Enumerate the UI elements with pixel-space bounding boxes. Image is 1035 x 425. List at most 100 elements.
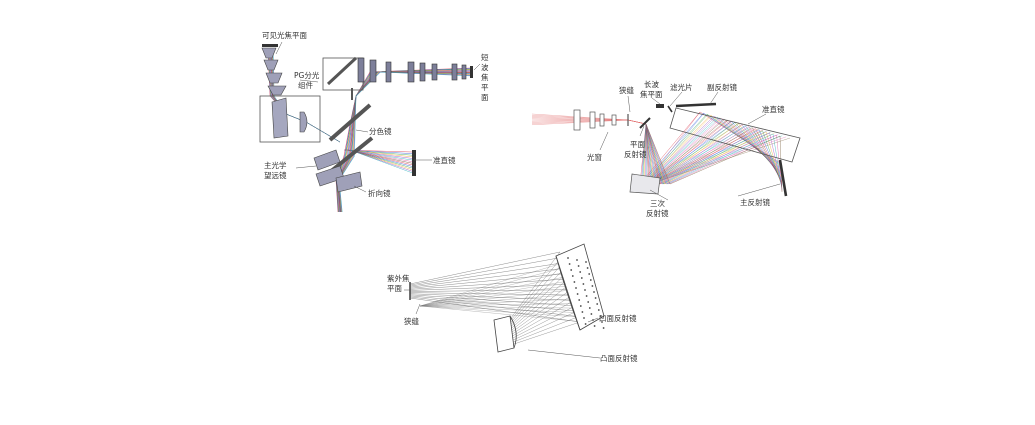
label-fold-mirror: 折向镜 [368,188,391,198]
ray-d3-slit [419,271,569,307]
mirror-dot [601,321,603,323]
mirror-dot [573,281,576,283]
telescope-mirror-1 [313,149,341,171]
ray-d2-cross [643,119,728,187]
ray-d3-top [409,297,581,323]
label-concave-mirror: 凹面反射镜 [599,313,637,323]
ray-d1 [337,71,471,213]
ray-d3-top [409,284,570,291]
secondary-mirror [675,102,717,108]
label-telescope-1: 主光学 [264,160,287,170]
mirror-dot [582,283,585,285]
ray-d3-back [507,268,565,328]
ray-d3-back [507,251,561,323]
ray-d3-back [507,294,573,337]
pg-prism [271,97,289,139]
ray-d1 [336,69,471,213]
ray-d2-cross [643,135,783,187]
ray-d2-fan [645,123,783,186]
ray-d3-back [507,321,581,347]
ray-d3-slit [419,280,572,307]
ray-d3-top [409,294,576,307]
ray-d2-cross [643,133,775,187]
ray-d2-cross [643,131,767,187]
ray-d2-fan [645,123,783,185]
ray-d2-cross [643,116,716,187]
ray-d2-fan [645,119,783,185]
mirror-dot [597,309,600,311]
ray-d3-top [409,273,567,289]
mirror-dot [584,323,587,325]
ray-d2-fan [645,123,783,185]
mirror-dot [578,299,581,301]
ray-d2-fan [644,115,783,185]
ray-d2-input [531,119,647,125]
label-visible-fpa: 可见光焦平面 [262,30,307,40]
fold-box [322,57,364,91]
mirror-dot [586,267,589,269]
mirror-dot [588,307,591,309]
diagram-lwir-spectrometer: 狭缝 长波 焦平面 滤光片 副反射镜 准直镜 光窗 平面 反射镜 三次 反射镜 … [531,79,801,218]
ray-d2-fan [645,123,783,189]
mirror-dot [587,301,590,303]
label-secondary-mirror: 副反射镜 [707,82,737,92]
diagram-uv-spectrometer: 紫外焦 平面 狭缝 凹面反射镜 凸面反射镜 [387,243,638,363]
tertiary-mirror [629,173,661,195]
ray-d3-back [507,316,579,345]
dichroic-mirror [328,103,372,142]
mirror-dot [579,271,582,273]
ray-d1 [335,67,471,213]
mirror-dot [584,289,586,291]
ray-d1 [338,71,471,213]
ray-d3-top [409,251,561,285]
ray-d3-top [409,289,571,292]
ray-d3-slit [419,305,585,323]
ray-d2-cross [643,122,736,187]
mirror-dot [599,315,602,317]
label-tertiary-2: 反射镜 [646,208,669,218]
mirror-dot [594,297,597,299]
diagram-visible-swir-spectrometer: 可见光焦平面 PG分光 组件 短 波 焦 平 面 分色镜 准直镜 主光学 望远镜… [259,30,489,213]
swir-lens-train [357,57,473,83]
ray-d3-slit [419,305,583,318]
visible-lens-stack [261,44,287,96]
primary-mirror [778,159,788,197]
mirror-dot [585,295,588,297]
label-swir-fpa-4: 平 [481,83,489,92]
lwir-fpa [656,104,664,108]
ray-d3-slit [419,284,573,307]
mirror-dot [567,257,569,259]
mirror-dot [588,273,591,275]
ray-d1 [336,70,471,213]
visible-fpa-detector [262,44,278,47]
label-pg-assembly-2: 组件 [298,80,313,90]
label-slit-uv: 狭缝 [404,316,419,326]
ray-d2-fan [645,123,783,185]
mirror-dot [583,317,585,319]
label-dichroic: 分色镜 [369,126,392,136]
ray-d3-back [507,284,570,334]
ray-d3-back [507,305,576,341]
ray-d1 [336,70,471,213]
ray-d1 [336,68,471,213]
ray-d3-slit [419,305,580,309]
label-flat-mirror-2: 反射镜 [624,149,647,159]
ray-d3-top [409,262,564,287]
label-slit: 狭缝 [619,85,634,95]
upper-fold-mirror [326,56,358,86]
ray-d3-slit [419,305,582,313]
mirror-dot [570,269,573,271]
ray-d2-cross [643,118,724,187]
ray-d3-back [507,311,578,343]
mirror-dot [581,311,584,313]
pg-lens [299,111,308,133]
ray-d3-top [409,257,562,286]
ray-d2-cross [643,124,744,187]
ray-d2-cross [643,137,791,187]
mirror-dot [576,259,578,261]
ray-d1 [338,71,471,213]
label-swir-fpa-2: 波 [481,62,489,72]
label-telescope-2: 望远镜 [264,170,287,180]
pg-assembly-box [259,95,321,143]
